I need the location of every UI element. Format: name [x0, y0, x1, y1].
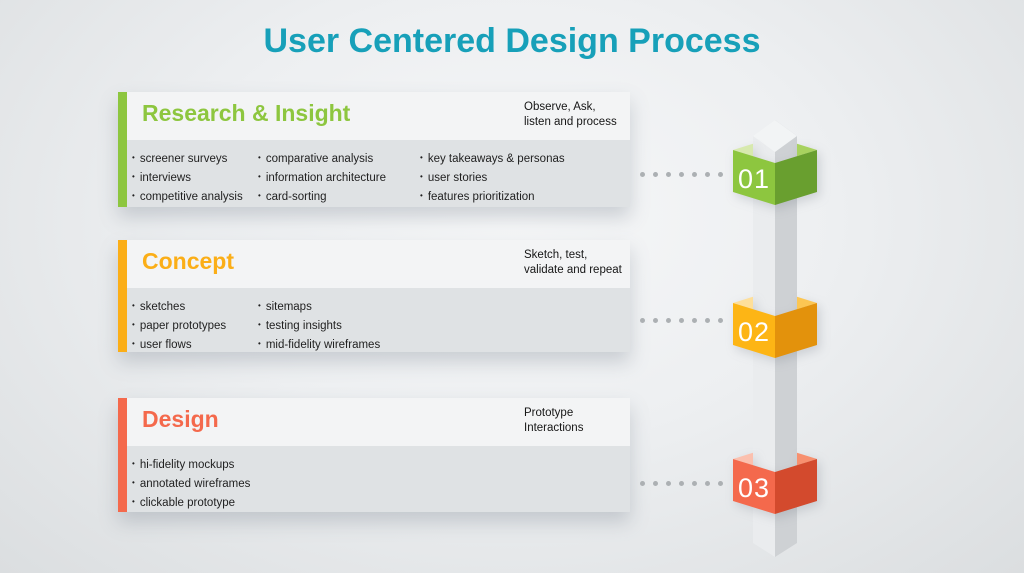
- connector-dot-icon: [718, 481, 723, 486]
- bullet-item: testing insights: [258, 316, 380, 335]
- bullet-item: competitive analysis: [132, 187, 243, 206]
- bullet-item: annotated wireframes: [132, 474, 251, 493]
- connector-dot-icon: [692, 481, 697, 486]
- bullet-column: comparative analysisinformation architec…: [258, 149, 386, 206]
- connector-dot-icon: [640, 172, 645, 177]
- phase-subtitle-line: validate and repeat: [524, 264, 622, 276]
- dotted-connector: [640, 481, 723, 486]
- bullet-item: screener surveys: [132, 149, 243, 168]
- bullet-item: key takeaways & personas: [420, 149, 565, 168]
- phase-subtitle: Sketch, test, validate and repeat: [524, 248, 636, 278]
- connector-dot-icon: [666, 172, 671, 177]
- phase-title: Concept: [142, 248, 234, 274]
- phase-header: Research & Insight Observe, Ask, listen an…: [127, 92, 630, 140]
- bullet-item: clickable prototype: [132, 493, 250, 512]
- connector-dot-icon: [705, 172, 710, 177]
- connector-dot-icon: [692, 172, 697, 177]
- page-title: User Centered Design Process: [263, 22, 761, 60]
- connector-dot-icon: [718, 172, 723, 177]
- phase-bullets: screener surveysinterviewscompetitive an…: [127, 140, 630, 207]
- phase-subtitle-line: Prototype: [524, 407, 574, 419]
- connector-dot-icon: [679, 318, 684, 323]
- connector-dot-icon: [640, 318, 645, 323]
- connector-dot-icon: [653, 481, 658, 486]
- connector-dot-icon: [705, 318, 710, 323]
- phase-bullets: sketchespaper prototypesuser flows sitema…: [127, 288, 630, 352]
- dotted-connector: [640, 318, 723, 323]
- step-number: 01: [737, 164, 771, 194]
- step-number: 02: [737, 317, 771, 347]
- bullet-column: hi-fidelity mockupsannotated wireframesc…: [132, 455, 251, 512]
- bullet-column: screener surveysinterviewscompetitive an…: [132, 149, 243, 206]
- bullet-item: user flows: [132, 335, 226, 354]
- bullet-item: user stories: [420, 168, 565, 187]
- phase-title: Research & Insight: [142, 100, 351, 126]
- phase-subtitle: Observe, Ask, listen and process: [524, 100, 636, 130]
- bullet-item: sketches: [132, 297, 226, 316]
- bullet-item: hi-fidelity mockups: [132, 455, 250, 474]
- connector-dot-icon: [653, 318, 658, 323]
- phase-accent-bar: [118, 398, 127, 512]
- bullet-column: sitemapstesting insightsmid-fidelity wir…: [258, 297, 380, 354]
- connector-dot-icon: [718, 318, 723, 323]
- phase-subtitle-line: Sketch, test,: [524, 249, 588, 261]
- phase-bullets: hi-fidelity mockupsannotated wireframesc…: [127, 446, 630, 512]
- phase-accent-bar: [118, 240, 127, 352]
- phase-accent-bar: [118, 92, 127, 207]
- connector-dot-icon: [705, 481, 710, 486]
- bullet-item: interviews: [132, 168, 243, 187]
- bullet-item: information architecture: [258, 168, 386, 187]
- phase-card: Concept Sketch, test, validate and repeat s…: [118, 240, 630, 352]
- connector-dot-icon: [679, 481, 684, 486]
- connector-dot-icon: [679, 172, 684, 177]
- phase-subtitle-line: Interactions: [524, 422, 584, 434]
- step-cube: 03: [733, 446, 817, 516]
- step-cube: 02: [733, 290, 817, 360]
- connector-dot-icon: [640, 481, 645, 486]
- phase-subtitle-line: Observe, Ask,: [524, 101, 596, 113]
- bullet-item: card-sorting: [258, 187, 386, 206]
- step-cube: 01: [733, 137, 817, 207]
- bullet-item: features prioritization: [420, 187, 565, 206]
- phase-header: Concept Sketch, test, validate and repeat: [127, 240, 630, 288]
- bullet-column: key takeaways & personasuser storiesfeat…: [420, 149, 565, 206]
- dotted-connector: [640, 172, 723, 177]
- step-number: 03: [737, 473, 771, 503]
- phase-subtitle-line: listen and process: [524, 116, 617, 128]
- bullet-item: mid-fidelity wireframes: [258, 335, 380, 354]
- bullet-item: comparative analysis: [258, 149, 386, 168]
- phase-title: Design: [142, 406, 219, 432]
- bullet-column: sketchespaper prototypesuser flows: [132, 297, 226, 354]
- connector-dot-icon: [666, 318, 671, 323]
- bullet-item: paper prototypes: [132, 316, 226, 335]
- phase-card: Research & Insight Observe, Ask, listen an…: [118, 92, 630, 207]
- connector-dot-icon: [666, 481, 671, 486]
- connector-dot-icon: [692, 318, 697, 323]
- bullet-item: sitemaps: [258, 297, 380, 316]
- connector-dot-icon: [653, 172, 658, 177]
